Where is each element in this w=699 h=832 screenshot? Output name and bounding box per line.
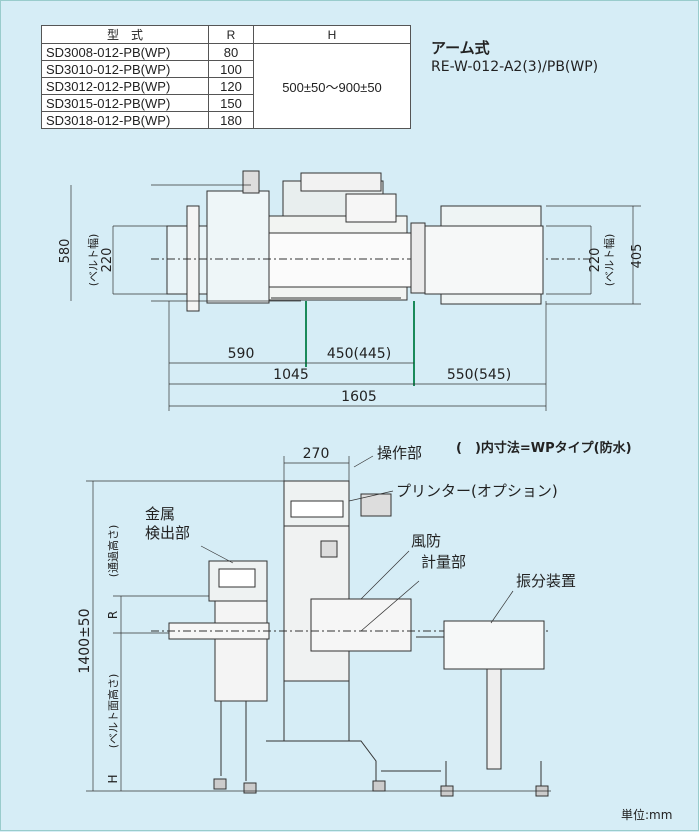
model-cell: SD3008-012-PB(WP) (41, 43, 209, 61)
r-note: (通過高さ) (106, 525, 120, 578)
title-model: RE-W-012-A2(3)/PB(WP) (431, 59, 599, 75)
label-weighing: 計量部 (421, 553, 466, 571)
r-cell: 100 (208, 60, 254, 78)
dim-270: 270 (303, 446, 330, 462)
dim-1400: 1400±50 (77, 608, 93, 673)
dim-550: 550(545) (447, 367, 511, 383)
r-cell: 180 (208, 111, 254, 129)
side-view (86, 455, 551, 797)
label-metal-1: 金属 (145, 505, 175, 523)
r-label: R (106, 611, 120, 619)
dim-220-right: 220 (588, 248, 603, 273)
label-control: 操作部 (377, 444, 422, 462)
label-printer: プリンター(オプション) (396, 482, 558, 500)
dim-590: 590 (228, 346, 255, 362)
unit-label: 単位:mm (621, 807, 672, 822)
label-windshield: 風防 (411, 532, 441, 550)
dim-220-left: 220 (100, 248, 115, 273)
dim-405: 405 (630, 244, 645, 269)
dim-580: 580 (58, 239, 73, 264)
belt-width-left: (ベルト幅) (87, 234, 100, 287)
plan-view (70, 170, 641, 411)
wp-note: ( )内寸法=WPタイプ(防水) (456, 440, 632, 456)
title-type: アーム式 (431, 39, 490, 57)
r-cell: 80 (208, 43, 254, 61)
h-label: H (106, 774, 120, 783)
dim-1045: 1045 (273, 367, 309, 383)
model-cell: SD3012-012-PB(WP) (41, 77, 209, 95)
model-cell: SD3018-012-PB(WP) (41, 111, 209, 129)
h-cell: 500±50〜900±50 (253, 43, 411, 129)
spec-table: 型 式 R H SD3008-012-PB(WP) 80 500±50〜900±… (41, 25, 411, 129)
label-metal-2: 検出部 (145, 524, 190, 542)
dim-450: 450(445) (327, 346, 391, 362)
dim-1605: 1605 (341, 389, 377, 405)
label-sorter: 振分装置 (516, 572, 576, 590)
r-cell: 120 (208, 77, 254, 95)
h-note: (ベルト面高さ) (106, 674, 120, 749)
belt-width-right: (ベルト幅) (603, 234, 616, 287)
